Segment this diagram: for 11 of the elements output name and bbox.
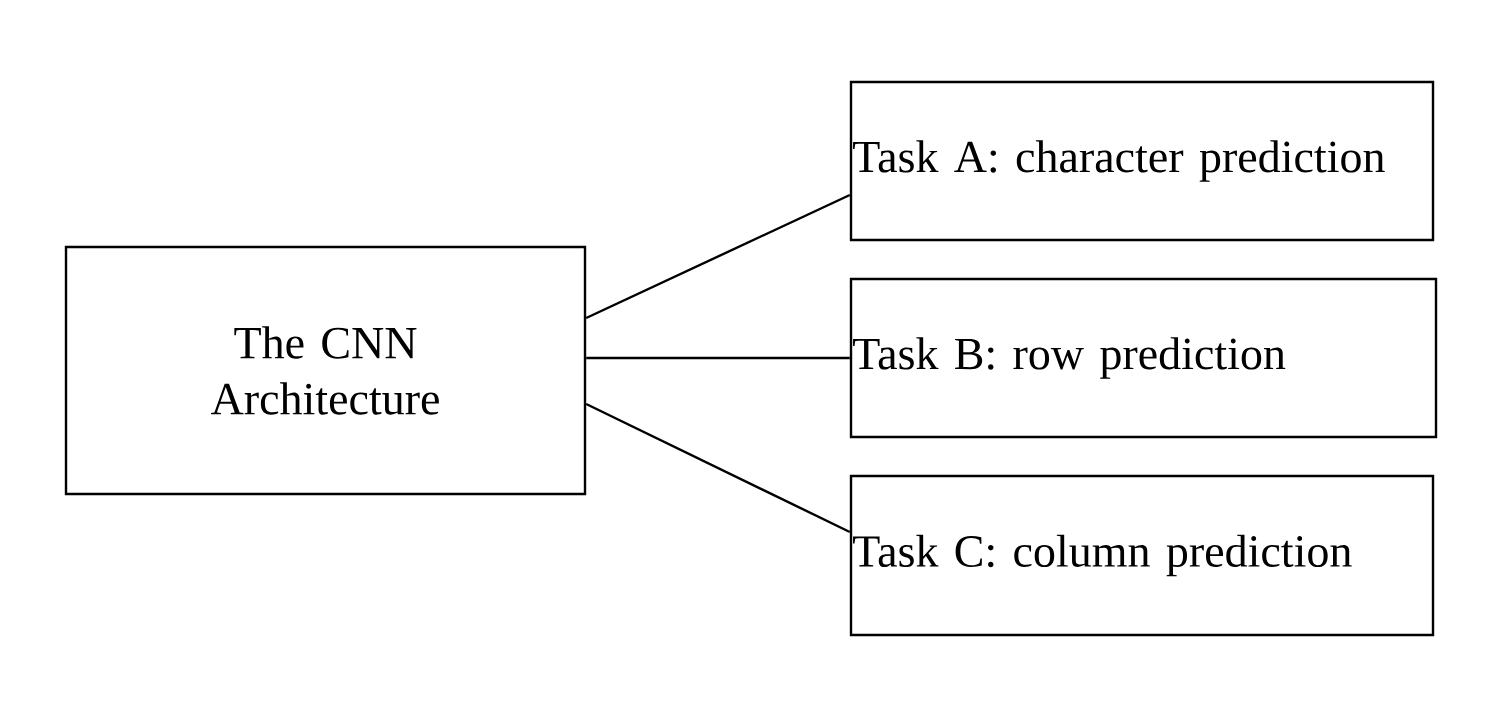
node-label: Task B: row prediction	[853, 337, 1286, 379]
node-label: The CNN Architecture	[211, 326, 439, 415]
node-label: Task C: column prediction	[853, 534, 1352, 577]
process-box	[849, 474, 1435, 637]
connector-line	[586, 356, 850, 360]
process-box	[64, 245, 587, 496]
connector-line	[585, 402, 851, 534]
connector-line	[585, 193, 851, 320]
process-box	[849, 80, 1435, 242]
process-box	[849, 277, 1438, 439]
node-label: Task A: character prediction	[853, 140, 1385, 182]
